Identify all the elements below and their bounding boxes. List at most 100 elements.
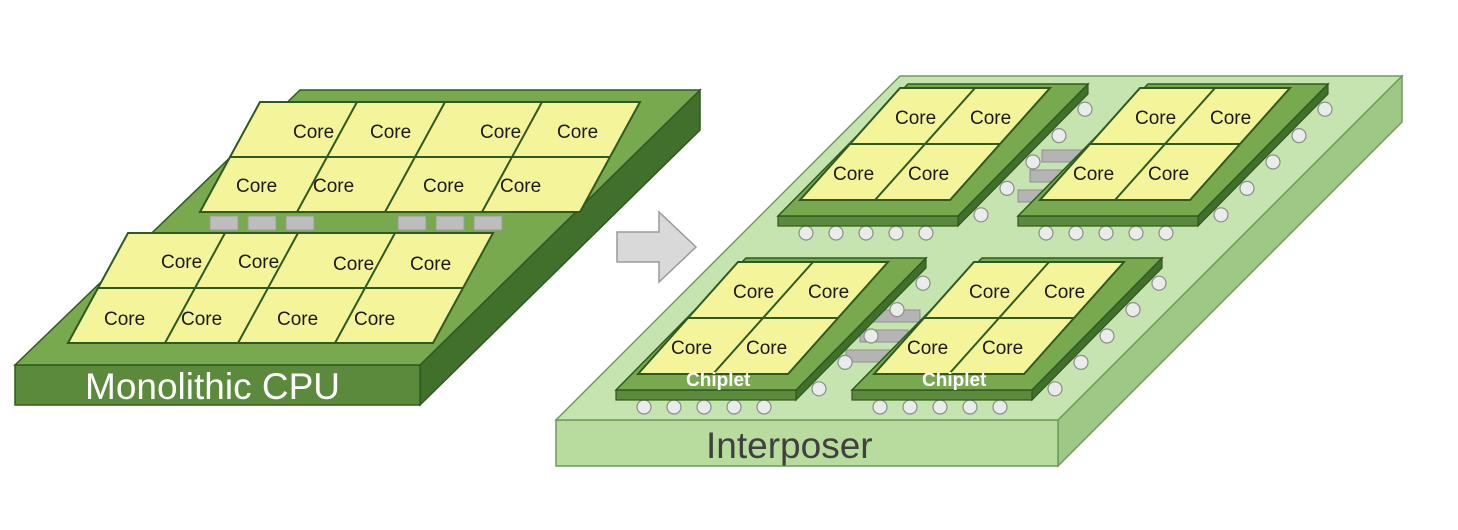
- monolithic-core-labels: Core Core Core Core Core Core Core Core …: [104, 122, 598, 330]
- micro-bump: [1038, 225, 1054, 241]
- micro-bump: [918, 225, 934, 241]
- monolithic-cpu-label: Monolithic CPU: [85, 366, 340, 407]
- chiplet-front: [1017, 215, 1199, 227]
- core-label: Core: [1073, 164, 1114, 185]
- core-label: Core: [1135, 108, 1176, 129]
- micro-bump-group: [636, 101, 1333, 415]
- right-arrow-icon: [616, 210, 698, 284]
- core-label: Core: [104, 309, 145, 330]
- core-label: Core: [313, 176, 354, 197]
- core-label: Core: [181, 309, 222, 330]
- core-label: Core: [370, 122, 411, 143]
- micro-bump: [811, 381, 827, 397]
- core-label: Core: [236, 176, 277, 197]
- core-label: Core: [908, 164, 949, 185]
- core-label: Core: [808, 282, 849, 303]
- micro-bump: [1099, 328, 1115, 344]
- micro-bump: [915, 275, 931, 291]
- micro-bump: [932, 399, 948, 415]
- core-label: Core: [480, 122, 521, 143]
- core-label: Core: [671, 338, 712, 359]
- micro-bump: [999, 180, 1015, 196]
- monolithic-core-dividers: [98, 101, 610, 344]
- core-label: Core: [410, 254, 451, 275]
- monolithic-cpu: Core Core Core Core Core Core Core Core …: [13, 88, 702, 407]
- micro-bump: [666, 399, 682, 415]
- core-label: Core: [746, 338, 787, 359]
- micro-bump: [1128, 225, 1144, 241]
- micro-bump: [1077, 101, 1093, 117]
- micro-bump: [798, 225, 814, 241]
- chiplet-front: [851, 389, 1033, 401]
- chiplet-label: Chiplet: [922, 370, 987, 391]
- core-label: Core: [1148, 164, 1189, 185]
- micro-bump: [902, 399, 918, 415]
- micro-bump: [1098, 225, 1114, 241]
- micro-bump: [1158, 225, 1174, 241]
- micro-bump: [756, 399, 772, 415]
- interconnect-link: [285, 215, 315, 231]
- interconnect-link: [209, 215, 239, 231]
- core-label: Core: [895, 108, 936, 129]
- micro-bump: [1025, 154, 1041, 170]
- micro-bump: [973, 207, 989, 223]
- core-label: Core: [907, 338, 948, 359]
- micro-bump: [863, 328, 879, 344]
- micro-bump: [1125, 302, 1141, 318]
- micro-bump: [1047, 381, 1063, 397]
- chiplet-label: Chiplet: [686, 370, 751, 391]
- micro-bump: [696, 399, 712, 415]
- micro-bump: [1291, 128, 1307, 144]
- core-label: Core: [161, 252, 202, 273]
- core-label: Core: [238, 252, 279, 273]
- core-label: Core: [969, 282, 1010, 303]
- core-label: Core: [500, 176, 541, 197]
- core-label: Core: [1044, 282, 1085, 303]
- micro-bump: [872, 399, 888, 415]
- interconnect-link: [247, 215, 277, 231]
- micro-bump: [726, 399, 742, 415]
- micro-bump: [1073, 354, 1089, 370]
- core-label: Core: [1210, 108, 1251, 129]
- micro-bump: [1213, 207, 1229, 223]
- core-label: Core: [833, 164, 874, 185]
- micro-bump: [828, 225, 844, 241]
- micro-bump: [962, 399, 978, 415]
- core-label: Core: [333, 254, 374, 275]
- micro-bump: [888, 225, 904, 241]
- micro-bump: [1068, 225, 1084, 241]
- micro-bump: [858, 225, 874, 241]
- chiplet-front: [615, 389, 797, 401]
- micro-bump: [1239, 180, 1255, 196]
- micro-bump: [636, 399, 652, 415]
- monolithic-front-face: [14, 364, 421, 406]
- micro-bump: [992, 399, 1008, 415]
- micro-bump: [1051, 128, 1067, 144]
- micro-bump: [1317, 101, 1333, 117]
- micro-bump: [837, 354, 853, 370]
- core-label: Core: [423, 176, 464, 197]
- core-label: Core: [293, 122, 334, 143]
- chiplet-front: [777, 215, 959, 227]
- interconnect-link: [397, 215, 427, 231]
- core-label: Core: [277, 309, 318, 330]
- core-label: Core: [970, 108, 1011, 129]
- micro-bump: [1265, 154, 1281, 170]
- core-label: Core: [982, 338, 1023, 359]
- interconnect-link: [473, 215, 503, 231]
- core-label: Core: [354, 309, 395, 330]
- interposer-label: Interposer: [706, 425, 873, 466]
- interconnect-link: [435, 215, 465, 231]
- micro-bump: [889, 302, 905, 318]
- micro-bump: [1151, 275, 1167, 291]
- core-label: Core: [733, 282, 774, 303]
- core-label: Core: [557, 122, 598, 143]
